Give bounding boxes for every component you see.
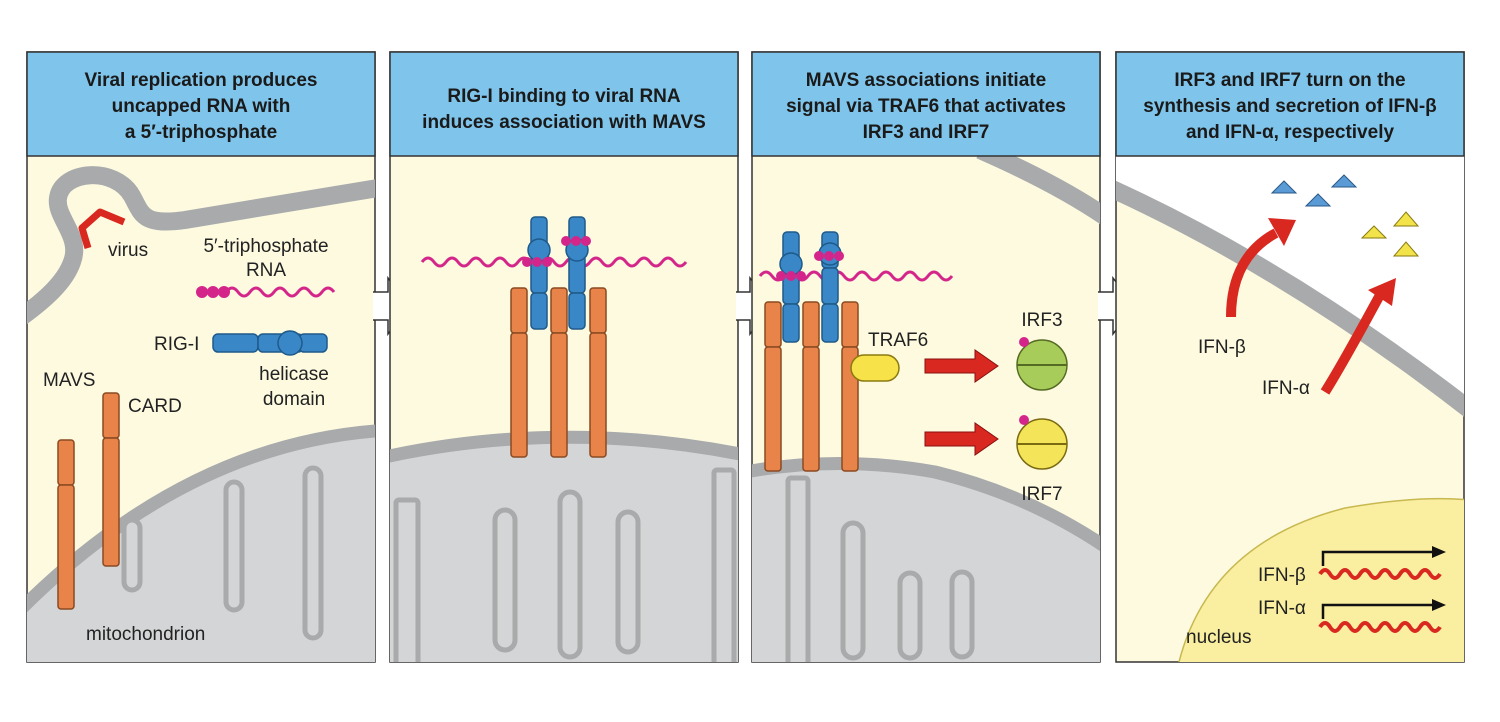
- panel-4-title-line-1: IRF3 and IRF7 turn on the: [1174, 70, 1405, 91]
- panel-2-title-line-1: RIG-I binding to viral RNA: [447, 86, 681, 107]
- ifn-alpha-gene-label: IFN-α: [1258, 598, 1306, 619]
- panel-2-title-line-2: induces association with MAVS: [422, 112, 706, 133]
- helicase-label-line-2: domain: [263, 389, 325, 410]
- activation-arrow-irf3-icon: [924, 349, 999, 383]
- plasma-membrane: [27, 166, 375, 325]
- irf7-label: IRF7: [1021, 484, 1062, 505]
- mitochondrion: [27, 424, 375, 662]
- plasma-membrane-3: [976, 156, 1100, 225]
- ifn-beta-secreted-label: IFN-β: [1198, 337, 1246, 358]
- panel-4-title-line-3: and IFN-α, respectively: [1186, 122, 1395, 143]
- mavs-label: MAVS: [43, 370, 95, 391]
- virus-icon: [78, 208, 126, 250]
- ifn-beta-gene-icon: [1318, 546, 1446, 580]
- triphosphate-rna-icon: [196, 286, 336, 298]
- panel-3-title-line-2: signal via TRAF6 that activates: [786, 96, 1066, 117]
- panel-3-title-line-1: MAVS associations initiate: [806, 70, 1046, 91]
- mitochondrion-3: [752, 457, 1100, 662]
- ifn-beta-gene-label: IFN-β: [1258, 565, 1306, 586]
- mavs-cluster-icon: [510, 287, 607, 458]
- irf3-protein-icon: [1016, 337, 1068, 391]
- secretion-arrow-ifn-beta-icon: [1226, 218, 1296, 318]
- nucleus-label: nucleus: [1186, 627, 1252, 648]
- plasma-membrane-4: [1116, 180, 1464, 417]
- panel-1-title-line-1: Viral replication produces: [84, 70, 317, 91]
- panel-1-title-line-3: a 5′-triphosphate: [125, 122, 277, 143]
- panel-4: IRF3 and IRF7 turn on the synthesis and …: [1115, 51, 1465, 663]
- viral-rna-icon: [420, 256, 688, 268]
- irf3-label: IRF3: [1021, 310, 1062, 331]
- panel-3-title-line-3: IRF3 and IRF7: [863, 122, 990, 143]
- card-label: CARD: [128, 396, 182, 417]
- panel-1-title-line-2: uncapped RNA with: [112, 96, 291, 117]
- mitochondrion-2: [390, 430, 738, 662]
- irf7-protein-icon: [1016, 415, 1068, 470]
- rna-label-line-2: RNA: [246, 260, 286, 281]
- rig-i-protein-icon: [212, 330, 328, 356]
- ifn-alpha-secreted-label: IFN-α: [1262, 378, 1310, 399]
- activation-arrow-irf7-icon: [924, 422, 999, 456]
- panel-2: RIG-I binding to viral RNA induces assoc…: [389, 51, 739, 663]
- mavs-cluster-3-icon: [764, 301, 859, 472]
- helicase-label-line-1: helicase: [259, 364, 329, 385]
- secretion-arrow-ifn-alpha-icon: [1320, 278, 1396, 395]
- panel-4-title-line-2: synthesis and secretion of IFN-β: [1143, 96, 1437, 117]
- panel-1: Viral replication produces uncapped RNA …: [26, 51, 376, 663]
- mavs-protein-icon: [57, 392, 120, 610]
- virus-label: virus: [108, 240, 148, 261]
- nucleus: [1178, 497, 1464, 662]
- traf6-label: TRAF6: [868, 330, 928, 351]
- rna-label-line-1: 5′-triphosphate: [203, 236, 328, 257]
- traf6-protein-icon: [850, 354, 900, 382]
- mitochondrion-label: mitochondrion: [86, 624, 205, 645]
- rig-i-label: RIG-I: [154, 334, 199, 355]
- ifn-alpha-gene-icon: [1318, 599, 1446, 633]
- ifn-alpha-protein-icon: [1360, 211, 1420, 257]
- ifn-beta-protein-icon: [1270, 174, 1358, 207]
- panel-3: MAVS associations initiate signal via TR…: [751, 51, 1101, 663]
